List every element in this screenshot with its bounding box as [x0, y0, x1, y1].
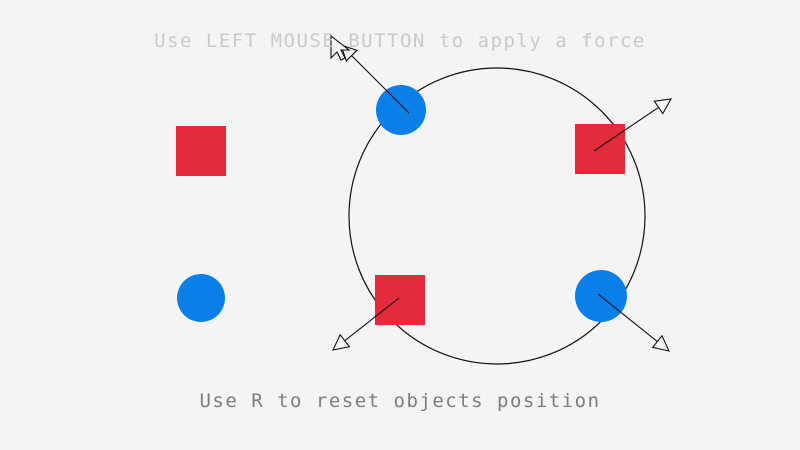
mouse-cursor-icon	[330, 34, 351, 61]
force-arrow-bottom-left	[332, 297, 400, 351]
force-arrow-shaft	[593, 106, 659, 152]
force-arrow-bottom-right	[597, 293, 670, 352]
force-arrow-shaft	[597, 293, 658, 343]
force-arrowhead-icon	[332, 333, 351, 351]
body-circle-left[interactable]	[177, 274, 225, 322]
boundary-circle	[348, 67, 646, 365]
hint-text-apply-force: Use LEFT MOUSE BUTTON to apply a force	[154, 30, 646, 52]
body-square-bottom[interactable]	[375, 275, 425, 325]
cursor-arrow-glyph	[330, 34, 351, 61]
hint-text-reset-objects: Use R to reset objects position	[199, 390, 601, 412]
force-arrow-top-left	[340, 44, 410, 114]
force-arrowhead-icon	[653, 98, 673, 115]
force-arrow-shaft	[351, 55, 410, 114]
force-arrowhead-icon	[651, 334, 670, 352]
force-arrow-shaft	[344, 297, 400, 342]
body-square-left[interactable]	[176, 126, 226, 176]
force-arrow-top-right	[593, 98, 673, 152]
force-arrowhead-icon	[340, 44, 358, 62]
body-circle-top[interactable]	[376, 85, 426, 135]
force-arrows-group	[332, 44, 673, 352]
bodies-group	[176, 85, 627, 325]
body-square-top-right[interactable]	[575, 124, 625, 174]
